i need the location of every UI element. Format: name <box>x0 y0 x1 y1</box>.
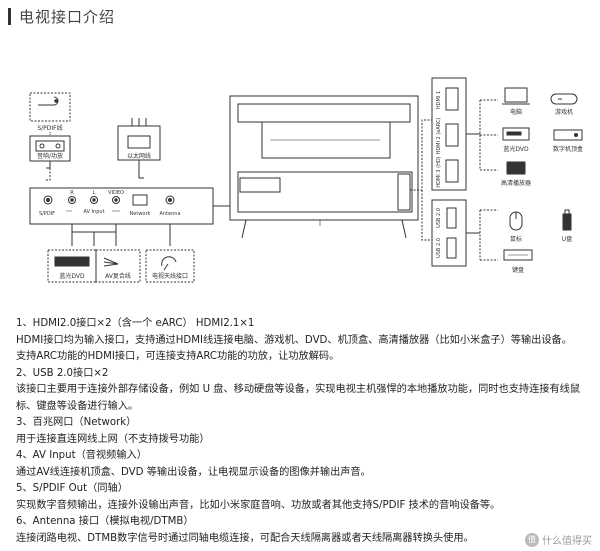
port-l-label: L <box>93 190 96 196</box>
audio-amp-label: 音响/功放 <box>37 152 63 160</box>
device-usb-drive-label: U盘 <box>562 235 572 243</box>
text-line: 连接闭路电视、DTMB数字信号时通过同轴电缆连接，可配合天线隔离器或者天线隔离器… <box>16 532 474 544</box>
section-header: 电视接口介绍 <box>8 6 115 27</box>
spdif-cable-label: S/PDIF线 <box>37 124 62 132</box>
usb-port-2-label: USB 2.0 <box>436 238 442 258</box>
text-line: 3、百兆网口（Network） <box>16 417 137 428</box>
mouse-icon <box>509 211 523 231</box>
device-computer-label: 电脑 <box>510 108 522 116</box>
device-keyboard-label: 键盘 <box>512 266 524 274</box>
keyboard-icon <box>503 249 533 261</box>
page-title: 电视接口介绍 <box>19 8 116 26</box>
header-accent-bar <box>8 8 11 25</box>
bluray-dvd-icon <box>502 127 530 141</box>
text-line: 标、键盘等设备进行输入。 <box>16 400 139 412</box>
port-av-input-label: AV Input <box>83 209 104 215</box>
text-line: 实现数字音频输出，连接外设输出声音，比如小米家庭音响、功放或者其他支持S/PDI… <box>16 499 501 511</box>
watermark: 值 什么值得买 <box>525 532 592 547</box>
antenna-cable-label: 电视天线接口 <box>152 272 188 280</box>
gamepad-icon <box>550 93 578 105</box>
text-line: 6、Antenna 接口（模拟电视/DTMB） <box>16 516 194 527</box>
av-cable-label: AV复合线 <box>105 272 131 280</box>
text-line: 该接口主要用于连接外部存储设备，例如 U 盘、移动硬盘等设备，实现电视主机强悍的… <box>16 384 581 395</box>
device-set-top-box-label: 数字机顶盒 <box>553 145 583 153</box>
text-line: 通过AV线连接机顶盒、DVD 等输出设备，让电视显示设备的图像并输出声音。 <box>16 466 371 478</box>
dvd-box <box>47 249 97 283</box>
ethernet-cable-label: 以太网线 <box>127 152 151 160</box>
computer-icon <box>502 87 530 105</box>
interface-description: 1、HDMI2.0接口×2（含一个 eARC） HDMI2.1×1 HDMI接口… <box>16 316 594 547</box>
tv-back <box>229 95 419 239</box>
device-mouse-label: 鼠标 <box>510 235 522 243</box>
dvd-label: 蓝光DVD <box>59 272 85 280</box>
port-antenna-label: Antenna <box>159 211 180 217</box>
text-line: 5、S/PDIF Out（同轴） <box>16 483 128 494</box>
hdmi-port-2-label: HDMI 2 (eARC) <box>436 118 442 155</box>
text-line: 2、USB 2.0接口×2 <box>16 367 109 379</box>
watermark-text: 什么值得买 <box>542 536 592 547</box>
watermark-badge: 值 <box>525 532 539 547</box>
tv-ports-diagram: S/PDIF线 音响/功放 以太网线 <box>29 77 583 283</box>
text-line: HDMI接口均为输入接口，支持通过HDMI线连接电脑、游戏机、DVD、机顶盒、高… <box>16 334 572 346</box>
set-top-box-icon <box>553 129 583 141</box>
port-spdif-label: S/PDIF <box>39 211 55 217</box>
text-line: 支持ARC功能的HDMI接口，可连接支持ARC功能的功放，让功放解码。 <box>16 351 340 362</box>
port-video-label: VIDEO <box>108 190 124 196</box>
spdif-cable-box <box>29 92 71 122</box>
usb-port-1-label: USB 2.0 <box>436 208 442 228</box>
hdmi-port-3-label: HDMI 3 (HD) <box>436 156 442 187</box>
hd-player-icon <box>506 161 526 175</box>
antenna-box <box>145 249 195 283</box>
device-gamepad-label: 游戏机 <box>555 108 573 116</box>
av-cable-box <box>95 249 141 283</box>
text-line: 4、AV Input（音视频输入） <box>16 450 147 461</box>
device-bluray-label: 蓝光DVD <box>503 145 529 153</box>
usb-drive-icon <box>562 209 572 231</box>
port-network-label: Network <box>130 211 151 217</box>
device-hd-player-label: 高清播放器 <box>501 179 531 187</box>
left-port-panel <box>29 187 214 225</box>
text-line: 用于连接直连网线上网（不支持拨号功能） <box>16 433 210 445</box>
port-r-label: R <box>70 190 74 196</box>
text-line: 1、HDMI2.0接口×2（含一个 eARC） HDMI2.1×1 <box>16 318 255 329</box>
hdmi-port-1-label: HDMI 1 <box>436 91 442 109</box>
